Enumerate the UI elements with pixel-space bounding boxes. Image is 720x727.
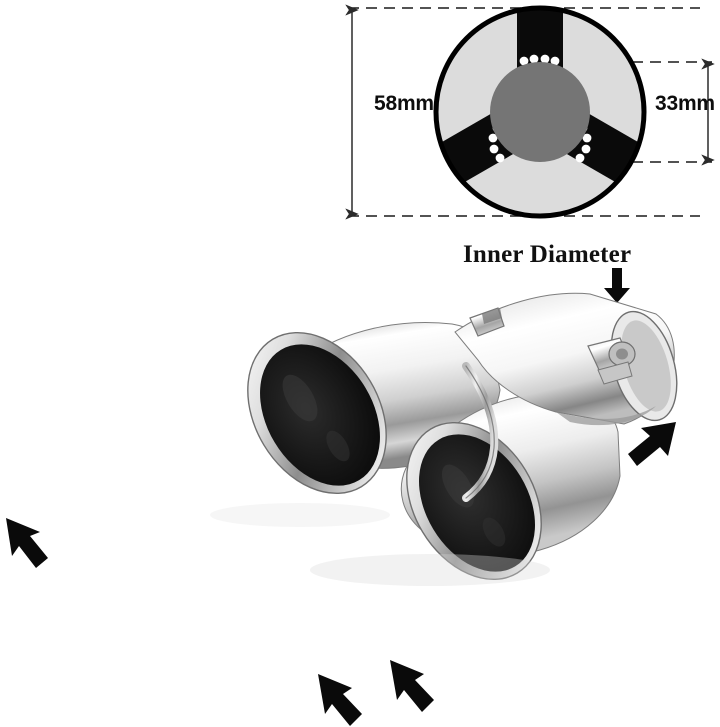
weld-beads xyxy=(488,54,592,163)
arrow-length-upper-right xyxy=(628,422,676,466)
outer-ring-outline xyxy=(433,5,647,219)
inner-bore-circle xyxy=(490,62,590,162)
exhaust-tip-illustration xyxy=(6,292,678,726)
arrow-inner-diameter-down xyxy=(604,268,630,303)
pipe-cross-section xyxy=(433,5,647,219)
cross-section-svg xyxy=(345,4,715,303)
arrow-length-lower-right xyxy=(390,660,434,712)
inlet-clamp-bolt xyxy=(587,337,636,385)
inlet-mouth-bore xyxy=(621,320,671,412)
extension-lines-outer xyxy=(348,7,700,217)
inlet-clamp-lug-rear xyxy=(469,307,505,337)
outer-diameter-label: 58mm xyxy=(374,92,434,115)
arrow-width-upper-left xyxy=(6,518,48,568)
exhaust-tip-front-barrel xyxy=(400,392,621,581)
cross-section-diagram: 58mm 33mm Inner Diameter xyxy=(0,0,720,303)
exhaust-inlet-pipe xyxy=(454,292,678,426)
arrow-width-lower-left xyxy=(318,674,362,726)
soft-shadow xyxy=(210,503,550,586)
inner-diameter-measure-label: 33mm xyxy=(655,92,715,115)
exhaust-tip-product-image: 136mm 200mm xyxy=(0,270,720,727)
inner-diameter-caption: Inner Diameter xyxy=(463,241,632,268)
tip-weld-seam xyxy=(462,362,499,502)
